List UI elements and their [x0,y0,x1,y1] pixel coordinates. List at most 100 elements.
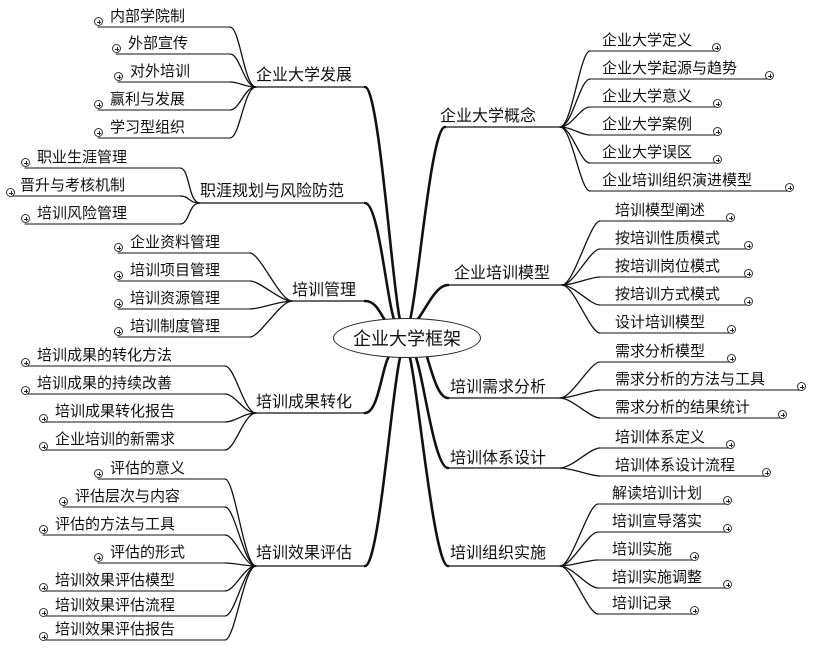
topic-publicity-implementation[interactable]: 培训宣导落实 [612,512,703,530]
topic-new-needs[interactable]: 企业培训的新需求 [55,430,176,448]
topic-career-management[interactable]: 职业生涯管理 [37,148,128,166]
expand-icon[interactable] [39,583,48,592]
topic-evaluation-levels[interactable]: 评估层次与内容 [75,487,181,505]
expand-icon[interactable] [744,269,753,278]
topic-eu-significance[interactable]: 企业大学意义 [602,87,693,105]
expand-icon[interactable] [94,17,103,26]
expand-icon[interactable] [94,128,103,137]
topic-needs-statistics[interactable]: 需求分析的结果统计 [615,398,751,416]
expand-icon[interactable] [114,299,123,308]
branch-training-model[interactable]: 企业培训模型 [454,263,551,282]
expand-icon[interactable] [778,410,787,419]
topic-implementation-adjustment[interactable]: 培训实施调整 [612,568,703,586]
expand-icon[interactable] [744,297,753,306]
expand-icon[interactable] [785,183,794,192]
topic-model-description[interactable]: 培训模型阐述 [615,201,706,219]
topic-training-risk[interactable]: 培训风险管理 [37,204,128,222]
topic-eu-misconceptions[interactable]: 企业大学误区 [602,143,693,161]
branch-organization-implementation[interactable]: 培训组织实施 [450,543,547,562]
branch-training-management[interactable]: 培训管理 [292,280,357,299]
expand-icon[interactable] [39,632,48,641]
topic-evaluation-report[interactable]: 培训效果评估报告 [55,620,176,638]
topic-eu-cases[interactable]: 企业大学案例 [602,115,693,133]
branch-training-transfer[interactable]: 培训成果转化 [256,392,353,411]
topic-external-publicity[interactable]: 外部宣传 [128,34,189,52]
topic-enterprise-data[interactable]: 企业资料管理 [130,233,221,251]
topic-system-definition[interactable]: 培训体系定义 [615,428,706,446]
expand-icon[interactable] [94,469,103,478]
topic-evaluation-forms[interactable]: 评估的形式 [110,543,186,561]
central-topic[interactable]: 企业大学框架 [333,318,481,358]
expand-icon[interactable] [723,524,732,533]
expand-icon[interactable] [6,188,15,197]
topic-needs-methods-tools[interactable]: 需求分析的方法与工具 [615,370,766,388]
expand-icon[interactable] [690,606,699,615]
expand-icon[interactable] [21,158,30,167]
branch-enterprise-university-development[interactable]: 企业大学发展 [256,65,353,84]
expand-icon[interactable] [114,243,123,252]
topic-model-by-nature[interactable]: 按培训性质模式 [615,229,721,247]
expand-icon[interactable] [726,440,735,449]
topic-model-by-position[interactable]: 按培训岗位模式 [615,257,721,275]
topic-needs-model[interactable]: 需求分析模型 [615,342,706,360]
topic-evaluation-methods[interactable]: 评估的方法与工具 [55,515,176,533]
expand-icon[interactable] [94,553,103,562]
expand-icon[interactable] [112,44,121,53]
topic-continuous-improvement[interactable]: 培训成果的持续改善 [37,374,173,392]
topic-evaluation-meaning[interactable]: 评估的意义 [110,459,186,477]
branch-needs-analysis[interactable]: 培训需求分析 [450,377,547,396]
expand-icon[interactable] [727,325,736,334]
expand-icon[interactable] [39,442,48,451]
expand-icon[interactable] [690,552,699,561]
expand-icon[interactable] [712,43,721,52]
expand-icon[interactable] [726,213,735,222]
expand-icon[interactable] [114,72,123,81]
topic-eu-origin-trend[interactable]: 企业大学起源与趋势 [602,59,738,77]
expand-icon[interactable] [21,214,30,223]
expand-icon[interactable] [723,580,732,589]
topic-training-policy[interactable]: 培训制度管理 [130,317,221,335]
topic-interpret-plan[interactable]: 解读培训计划 [612,484,703,502]
expand-icon[interactable] [21,358,30,367]
topic-model-by-method[interactable]: 按培训方式模式 [615,285,721,303]
expand-icon[interactable] [94,100,103,109]
expand-icon[interactable] [744,241,753,250]
expand-icon[interactable] [114,327,123,336]
branch-enterprise-university-concept[interactable]: 企业大学概念 [440,106,537,125]
expand-icon[interactable] [39,414,48,423]
expand-icon[interactable] [727,354,736,363]
expand-icon[interactable] [21,386,30,395]
expand-icon[interactable] [797,382,806,391]
expand-icon[interactable] [114,271,123,280]
topic-system-design-process[interactable]: 培训体系设计流程 [615,456,736,474]
expand-icon[interactable] [39,525,48,534]
branch-career-and-risk[interactable]: 职涯规划与风险防范 [200,181,345,200]
subtopic-connector [559,50,591,128]
topic-eu-definition[interactable]: 企业大学定义 [602,31,693,49]
topic-internal-college[interactable]: 内部学院制 [110,7,186,25]
topic-design-model[interactable]: 设计培训模型 [615,313,706,331]
expand-icon[interactable] [39,608,48,617]
expand-icon[interactable] [713,127,722,136]
topic-training-project[interactable]: 培训项目管理 [130,261,221,279]
topic-eu-evolution-model[interactable]: 企业培训组织演进模型 [602,171,753,189]
topic-evaluation-process[interactable]: 培训效果评估流程 [55,596,176,614]
topic-evaluation-model[interactable]: 培训效果评估模型 [55,571,176,589]
topic-training-resource[interactable]: 培训资源管理 [130,289,221,307]
expand-icon[interactable] [762,468,771,477]
topic-training-records[interactable]: 培训记录 [612,594,673,612]
topic-transfer-method[interactable]: 培训成果的转化方法 [37,346,173,364]
topic-transfer-report[interactable]: 培训成果转化报告 [55,402,176,420]
expand-icon[interactable] [723,496,732,505]
expand-icon[interactable] [59,497,68,506]
branch-system-design[interactable]: 培训体系设计 [450,448,547,467]
topic-profit-development[interactable]: 赢利与发展 [110,90,186,108]
expand-icon[interactable] [713,99,722,108]
topic-training-implementation[interactable]: 培训实施 [612,540,673,558]
branch-training-evaluation[interactable]: 培训效果评估 [256,543,353,562]
expand-icon[interactable] [765,71,774,80]
topic-promotion-assessment[interactable]: 晋升与考核机制 [20,176,126,194]
expand-icon[interactable] [713,155,722,164]
topic-external-training[interactable]: 对外培训 [130,62,191,80]
topic-learning-organization[interactable]: 学习型组织 [110,118,186,136]
